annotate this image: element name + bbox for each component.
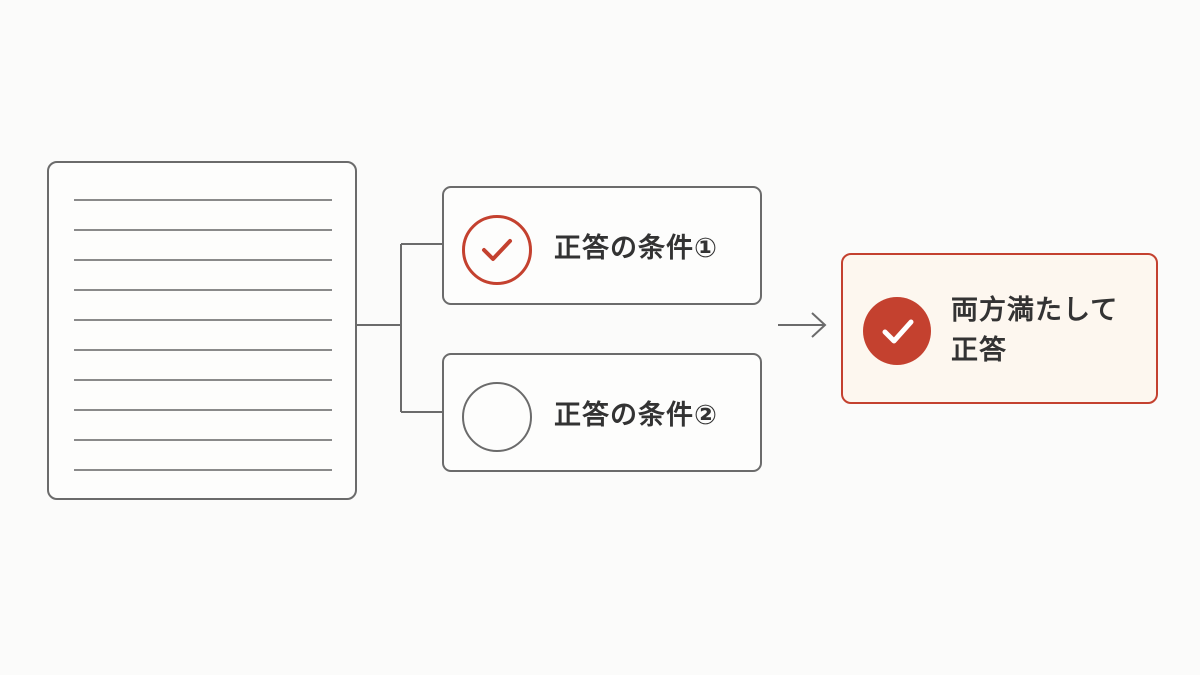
text-line xyxy=(74,349,332,351)
condition-2-box: 正答の条件② xyxy=(442,353,762,472)
result-line-2: 正答 xyxy=(951,335,1007,366)
text-line xyxy=(74,409,332,411)
condition-1-label: 正答の条件① xyxy=(554,233,718,264)
text-line xyxy=(74,319,332,321)
result-box: 両方満たして 正答 xyxy=(841,253,1158,404)
branch-connector xyxy=(357,243,442,413)
document-icon xyxy=(47,161,357,500)
condition-2-label: 正答の条件② xyxy=(554,400,718,431)
condition-1-box: 正答の条件① xyxy=(442,186,762,305)
text-line xyxy=(74,469,332,471)
check-circle-filled-icon xyxy=(863,297,931,365)
result-line-1: 両方満たして xyxy=(951,295,1119,326)
text-line xyxy=(74,439,332,441)
text-line xyxy=(74,199,332,201)
text-line xyxy=(74,229,332,231)
arrow-right-icon xyxy=(778,312,827,338)
text-line xyxy=(74,259,332,261)
result-label: 両方満たして 正答 xyxy=(951,291,1151,371)
check-circle-outline-icon xyxy=(462,215,532,285)
text-line xyxy=(74,289,332,291)
text-line xyxy=(74,379,332,381)
empty-circle-icon xyxy=(462,382,532,452)
